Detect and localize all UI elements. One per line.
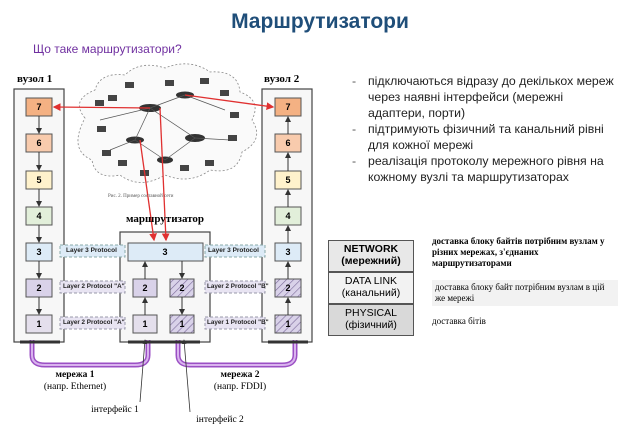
l1-protocol-band-right: [204, 316, 266, 330]
l2-protocol-left: Layer 2 Protocol "A": [63, 283, 125, 290]
network1-subtitle: (напр. Ethernet): [43, 382, 107, 392]
router-layer-stack: [127, 242, 204, 334]
network2-cable: [175, 340, 298, 368]
l2-protocol-right: Layer 2 Protocol "B": [207, 283, 269, 290]
interface2-label: інтерфейс 2: [196, 415, 244, 425]
network2-subtitle: (напр. FDDI): [213, 382, 267, 392]
router-layer-3: 3: [162, 247, 167, 257]
interface2-pointer: [181, 339, 191, 413]
page-subtitle: Що таке маршрутизатори?: [33, 42, 182, 56]
node2-layer-2: 2: [285, 283, 290, 293]
bullet-item: підтримують фізичний та канальний рівні …: [352, 121, 622, 153]
node1-layer-5: 5: [36, 175, 41, 185]
node2-layer-4: 4: [285, 211, 290, 221]
l2-protocol-band-left: [59, 280, 126, 294]
osi-datalink-desc: доставка блоку байт потрібним вузлам в ц…: [432, 280, 618, 306]
l2-protocol-band-right: [204, 280, 266, 294]
node1-label: вузол 1: [17, 73, 53, 85]
network2-title: мережа 2: [220, 370, 260, 380]
node1-layer-7: 7: [36, 102, 41, 112]
osi-datalink-name: DATA LINK: [344, 275, 398, 287]
network1-cable: [29, 340, 151, 368]
interface1-label: інтерфейс 1: [91, 405, 139, 415]
interface1-pointer: [139, 339, 148, 403]
node1-layer-1: 1: [36, 319, 41, 329]
node2-layer-6: 6: [285, 138, 290, 148]
router-layer-1a: 1: [142, 319, 147, 329]
l1-protocol-right: Layer 1 Protocol "B": [207, 319, 269, 326]
node1-layer-3: 3: [36, 247, 41, 257]
l1-protocol-left: Layer 2 Protocol "A": [63, 319, 125, 326]
l3-protocol-band-right: [204, 244, 266, 258]
osi-physical-name: PHYSICAL: [345, 307, 397, 319]
router-label: маршрутизатор: [126, 213, 205, 225]
l3-protocol-band-left: [59, 244, 126, 258]
node1-layer-4: 4: [36, 211, 41, 221]
bullet-item: підключаються відразу до декількох мереж…: [352, 73, 622, 121]
router-layer-1b: 1: [179, 319, 184, 329]
l1-protocol-band-left: [59, 316, 126, 330]
osi-network-name: NETWORK: [343, 243, 399, 255]
l3-protocol-right: Layer 3 Protocol: [208, 247, 259, 254]
osi-physical-box: PHYSICAL (фізичний): [328, 304, 414, 336]
node2-layer-7: 7: [285, 102, 290, 112]
node1-layer-6: 6: [36, 138, 41, 148]
osi-network-box: NETWORK (мережний): [328, 240, 414, 272]
bullet-list: підключаються відразу до декількох мереж…: [352, 73, 622, 185]
node1-layer-2: 2: [36, 283, 41, 293]
node2-label: вузол 2: [264, 73, 300, 85]
osi-datalink-sub: (канальний): [341, 287, 401, 299]
network1-title: мережа 1: [55, 370, 95, 380]
node2-layer-3: 3: [285, 247, 290, 257]
router-layer-2a: 2: [142, 283, 147, 293]
node1-layer-stack: [25, 97, 53, 334]
node2-layer-1: 1: [285, 319, 290, 329]
network-cloud-illustration: [77, 63, 258, 183]
page-title: Маршрутизатори: [231, 10, 409, 33]
osi-network-sub: (мережний): [341, 255, 401, 267]
osi-physical-sub: (фізичний): [345, 319, 397, 331]
bullet-item: реалізація протоколу мережного рівня на …: [352, 153, 622, 185]
osi-physical-desc: доставка бітів: [432, 316, 486, 326]
figure-caption: Рис. 2. Пример составной сети: [108, 194, 174, 199]
osi-network-desc: доставка блоку байтів потрібним вузлам у…: [432, 236, 605, 268]
l3-protocol-left: Layer 3 Protocol: [66, 247, 117, 254]
node2-layer-5: 5: [285, 175, 290, 185]
router-layer-2b: 2: [179, 283, 184, 293]
osi-datalink-box: DATA LINK (канальний): [328, 272, 414, 304]
